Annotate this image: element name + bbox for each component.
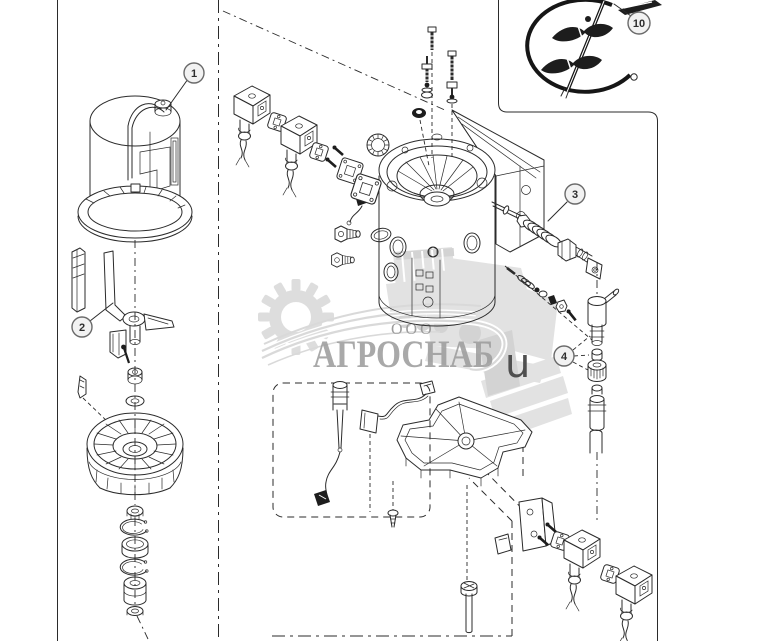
callout-2[interactable]: 2 [71,302,114,338]
check-valve-parts [506,266,579,322]
reservoir-base-ring [77,183,193,243]
solenoid-valves-bottom [494,497,653,641]
swoosh-art [260,303,508,373]
screw [427,26,437,50]
knurled-body [587,359,607,382]
side-strip [71,247,86,313]
anchor-bolt [460,485,478,634]
solenoid-valve [233,85,271,168]
solenoid-valve [563,529,601,612]
callout-1-label: 1 [191,68,197,80]
wiring-harness [359,380,436,512]
watermark-letter: u [505,341,530,387]
filler-cap [154,99,172,117]
agitator-ring [525,0,632,94]
piston [123,576,147,606]
screw-leaders [419,52,453,167]
spring [522,219,562,248]
reservoir-cutout [139,146,171,191]
agitator-blade [541,55,602,74]
hex-plug [334,225,361,243]
callout-10[interactable]: 10 [613,3,651,35]
grease-fitting [421,56,433,99]
snap-ring [119,558,149,576]
callout-1[interactable]: 1 [165,62,205,111]
callout-3-label: 3 [572,189,578,201]
plate-screw [387,481,399,528]
solenoid-valve [615,565,653,641]
injector-valve [587,262,620,522]
piston-stack [119,240,149,640]
frame-lines [57,0,658,641]
shaft-collar [585,16,591,22]
leader-diagonal-dashed [222,10,448,112]
screw [447,50,457,80]
base-plate [396,396,533,487]
watermark-company-name: АГРОСНАБ [313,333,494,376]
o-ring-seal [370,227,392,243]
leader-dashed [504,265,593,341]
centerline [134,240,149,640]
hex-plug [331,252,355,268]
agitator-inset [525,0,662,99]
shaft-fork [560,87,570,99]
snap-ring [119,518,149,536]
knurled-plug [366,133,390,157]
level-sensor [272,381,431,518]
knurled-nut [126,505,144,521]
screw [324,156,338,169]
agitator-ring-end [630,73,638,81]
relief-valve [491,201,603,280]
grommet [412,108,426,118]
injector-body [587,395,607,431]
callout-4[interactable]: 4 [553,335,591,371]
agitator-blade [552,23,613,42]
fitting [591,384,603,395]
callout-3[interactable]: 3 [547,183,586,222]
cotter-key [77,375,111,425]
screw [331,144,345,157]
callout-2-label: 2 [79,322,85,334]
washer-ring [126,606,144,616]
callout-10-label: 10 [633,18,645,30]
reservoir [89,95,181,229]
valve-cap [591,348,603,361]
housing-ports [383,232,481,282]
top-screws [412,26,458,167]
combine-harvester-art [386,247,572,438]
watermark [258,247,572,438]
blade-tip-part [618,0,662,15]
projection-dashed-lines [468,433,548,636]
grease-fitting [446,81,458,104]
connector-plug [494,533,512,555]
callout-4-label: 4 [561,351,568,363]
inset-step-border [498,0,658,641]
stirrer-arm [103,250,175,364]
vent-valve [587,288,620,346]
tube-sleeve [589,429,603,454]
